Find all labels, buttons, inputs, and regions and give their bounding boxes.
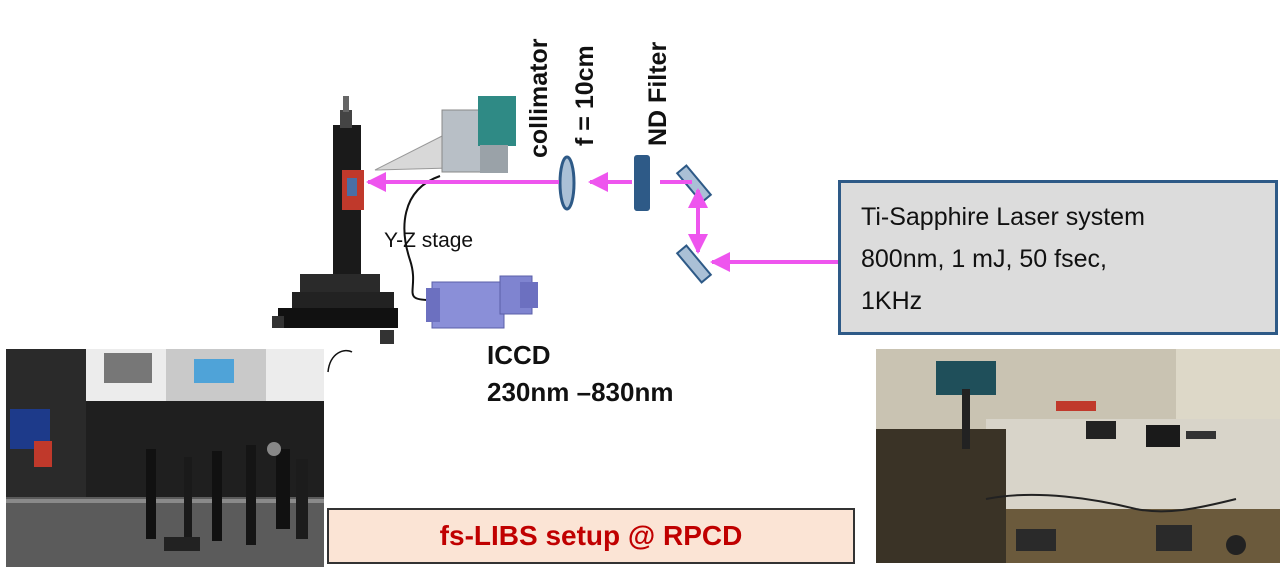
lab-photo-left-image [6, 349, 324, 567]
mirror-lower [675, 244, 713, 284]
caption-box: fs-LIBS setup @ RPCD [327, 508, 855, 564]
focusing-lens [558, 155, 576, 211]
laser-beam [366, 172, 838, 272]
base-cable [327, 349, 353, 373]
collimator-drawing [374, 96, 516, 173]
laser-system-line3: 1KHz [861, 287, 923, 315]
iccd-range-label: 230nm –830nm [487, 377, 674, 407]
lab-photo-right [876, 349, 1280, 563]
caption-text: fs-LIBS setup @ RPCD [439, 520, 743, 551]
stage-label: Y-Z stage [384, 229, 474, 252]
yz-stage-drawing [272, 96, 398, 344]
laser-system-line1: Ti-Sapphire Laser system [861, 203, 1145, 231]
iccd-name-label: ICCD [487, 340, 551, 370]
laser-system-line2: 800nm, 1 mJ, 50 fsec, [861, 245, 1107, 273]
lab-photo-left [6, 349, 324, 567]
nd-filter-label: ND Filter [644, 41, 672, 146]
collimator-label: collimator [525, 38, 553, 158]
nd-filter [634, 155, 650, 211]
focal-length-label: f = 10cm [571, 45, 599, 146]
laser-system-box: Ti-Sapphire Laser system 800nm, 1 mJ, 50… [838, 180, 1278, 335]
optical-fiber [403, 175, 441, 301]
iccd-camera-drawing [426, 275, 538, 329]
lab-photo-right-image [876, 349, 1280, 563]
